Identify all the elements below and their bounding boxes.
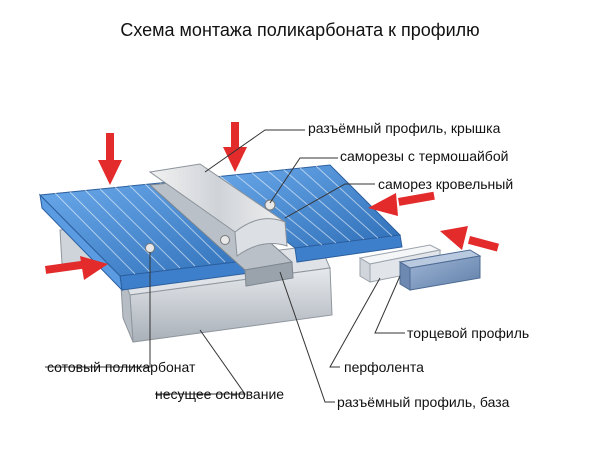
arrow-left-icon — [440, 226, 499, 252]
label-roof-screw: саморез кровельный — [378, 176, 514, 192]
label-screws-thermowasher: саморезы с термошайбой — [340, 148, 509, 164]
arrow-down-icon — [223, 122, 247, 172]
split-profile-base — [148, 179, 294, 287]
arrow-left-icon — [368, 191, 435, 216]
label-end-profile: торцевой профиль — [407, 325, 530, 341]
arrow-right-icon — [45, 256, 108, 280]
label-support-base: несущее основание — [155, 386, 285, 402]
label-base-profile: разъёмный профиль, база — [337, 394, 510, 410]
label-cellular-polycarbonate: сотовый поликарбонат — [47, 359, 196, 375]
screws-with-thermowasher — [145, 199, 276, 253]
label-perfotape: перфолента — [344, 359, 424, 375]
label-cap-profile: разъёмный профиль, крышка — [308, 120, 501, 136]
diagram-title: Схема монтажа поликарбоната к профилю — [120, 20, 480, 40]
arrow-down-icon — [98, 133, 122, 185]
red-arrows — [45, 122, 499, 280]
leader-lines — [45, 129, 405, 403]
split-profile-cap — [148, 163, 288, 257]
